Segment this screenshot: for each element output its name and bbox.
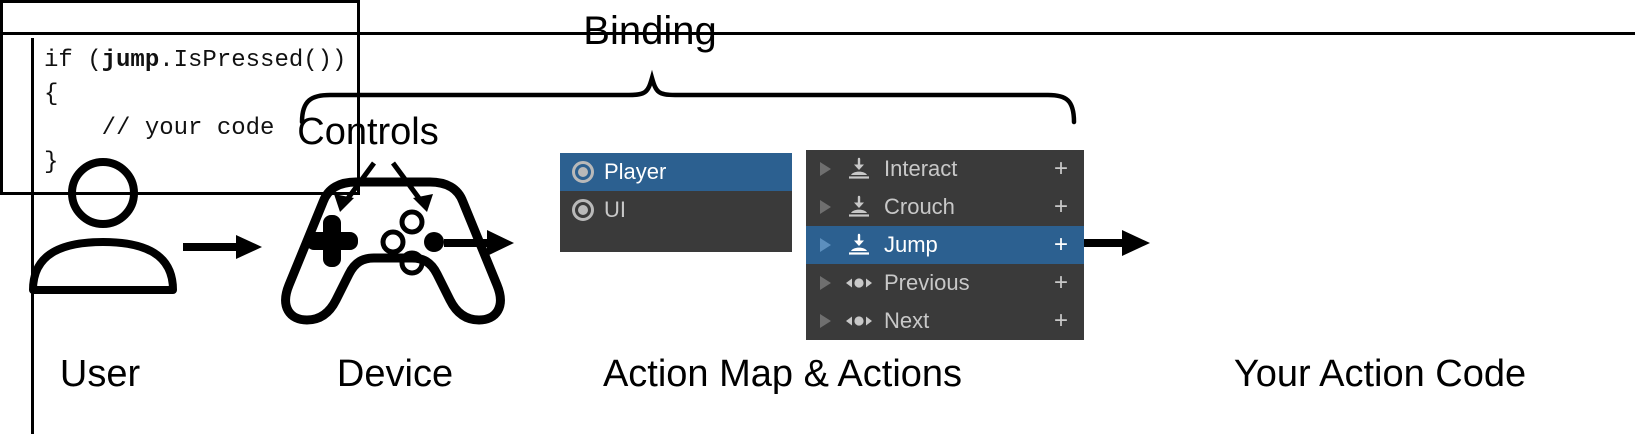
caption-action-map: Action Map & Actions [602,353,963,395]
chevron-right-icon[interactable] [814,158,836,180]
code-token: .IsPressed()) [159,47,347,74]
chevron-right-icon[interactable] [814,234,836,256]
add-binding-button[interactable]: + [1053,193,1068,220]
right-arrow-icon-device-actionmap [444,230,514,256]
button-action-icon [849,233,869,255]
binding-label: Binding [583,9,717,53]
gamepad-icon [281,177,505,325]
code-line: // your code [44,112,1629,146]
dpad-icon [306,215,358,267]
code-window-titlebar [0,0,1635,35]
person-icon [29,158,177,294]
code-line: if (jump.IsPressed()) [44,44,1629,78]
code-token: // your code [44,115,275,142]
axis-action-icon [844,309,874,333]
button-action-icon [844,233,874,257]
chevron-right-icon[interactable] [814,196,836,218]
add-binding-button[interactable]: + [1053,307,1068,334]
add-binding-button[interactable]: + [1053,155,1068,182]
code-gutter [31,38,34,434]
face-button-left [380,229,406,255]
action-map-row[interactable]: Player [560,153,792,191]
chevron-right-icon[interactable] [814,272,836,294]
right-arrow-icon-actions-code [1080,230,1150,256]
code-line: { [44,78,1629,112]
code-token-emphasis: jump [101,47,160,74]
action-row[interactable]: Next + [806,302,1084,340]
curly-brace-icon [299,69,1077,125]
code-token: } [44,149,59,176]
action-row-label: Crouch [884,194,955,219]
axis-action-icon [844,271,874,295]
face-button-top [399,209,425,235]
action-row-label: Jump [884,232,938,257]
action-row[interactable]: Interact + [806,150,1084,188]
controls-label: Controls [297,111,439,153]
action-map-icon [572,199,594,221]
add-binding-button[interactable]: + [1053,269,1068,296]
action-map-row[interactable]: UI [560,191,792,229]
caption-your-action-code: Your Action Code [1233,353,1527,395]
add-binding-button[interactable]: + [1053,231,1068,258]
actions-list-panel[interactable]: Interact + Crouch + Jump + Previous + Next + [806,150,1084,340]
button-action-icon [849,195,869,217]
right-arrow-icon-user-device [183,235,262,259]
action-map-icon [572,161,594,183]
button-action-icon [849,157,869,179]
code-token: { [44,81,59,108]
chevron-right-icon[interactable] [814,310,836,332]
action-row[interactable]: Jump + [806,226,1084,264]
action-row-label: Previous [884,270,970,295]
action-map-row-label: Player [604,159,667,184]
axis-action-icon [846,278,872,288]
action-row-label: Interact [884,156,958,181]
code-body: if (jump.IsPressed()) { // your code} [44,44,1629,434]
action-row-label: Next [884,308,930,333]
button-action-icon [844,195,874,219]
caption-device: Device [336,353,454,395]
caption-user: User [59,353,141,395]
face-button-right [424,232,444,252]
axis-action-icon [846,316,872,326]
code-token: if ( [44,47,102,74]
action-row[interactable]: Previous + [806,264,1084,302]
face-button-bottom [399,250,425,276]
action-row[interactable]: Crouch + [806,188,1084,226]
action-map-row-label: UI [604,197,626,222]
button-action-icon [844,157,874,181]
code-line: } [44,146,1629,180]
